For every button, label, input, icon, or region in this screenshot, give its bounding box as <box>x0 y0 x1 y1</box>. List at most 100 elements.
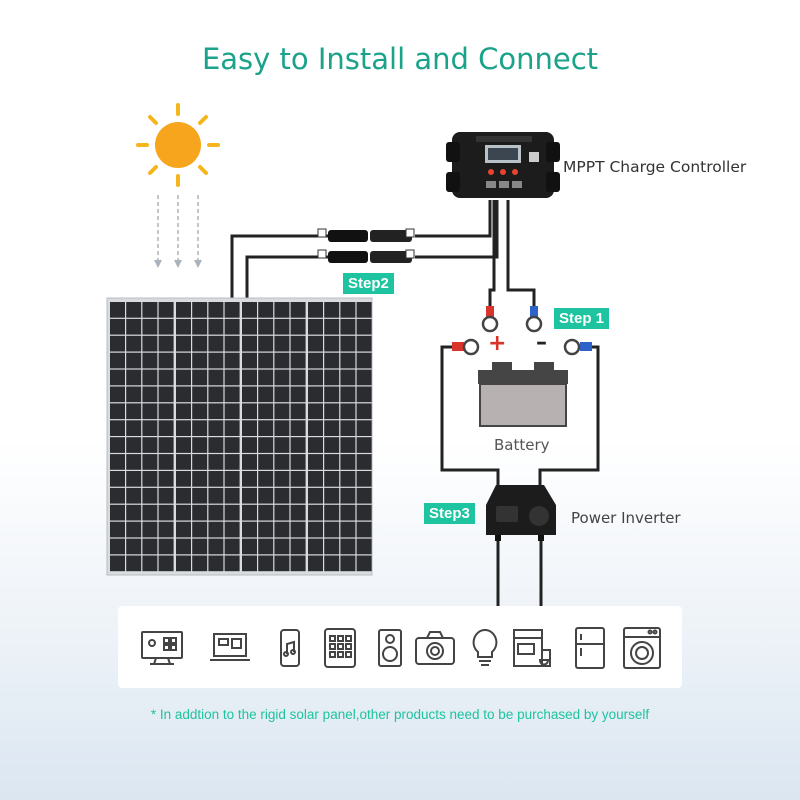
solar-cell <box>176 454 191 470</box>
solar-cell <box>126 487 142 504</box>
solar-cell <box>208 386 224 403</box>
controller-label: MPPT Charge Controller <box>563 158 747 176</box>
step2-badge: Step2 <box>343 273 394 294</box>
solar-cell <box>340 487 356 504</box>
laptop-icon <box>208 626 252 670</box>
solar-cell <box>224 369 240 386</box>
solar-cell <box>126 521 142 538</box>
solar-cell <box>340 454 356 470</box>
solar-cell <box>340 352 356 369</box>
step1-badge: Step 1 <box>554 308 610 329</box>
solar-cell <box>356 555 372 572</box>
solar-cell <box>110 454 125 470</box>
solar-cell <box>158 318 174 335</box>
solar-cell <box>324 538 340 555</box>
solar-cell <box>274 302 290 318</box>
solar-cell <box>158 369 174 386</box>
solar-cell <box>176 369 191 386</box>
solar-cell <box>158 454 174 470</box>
battery-illustration <box>478 362 568 427</box>
solar-cell <box>324 302 340 318</box>
solar-cell <box>308 352 323 369</box>
solar-cell <box>290 352 306 369</box>
solar-cell <box>356 403 372 420</box>
solar-cell <box>142 538 158 555</box>
solar-cell <box>110 335 125 352</box>
solar-cell <box>324 471 340 487</box>
solar-cell <box>242 369 257 386</box>
solar-cell <box>224 420 240 436</box>
solar-cell <box>126 437 142 453</box>
solar-cell <box>340 471 356 487</box>
solar-cell <box>258 352 274 369</box>
solar-cell <box>158 386 174 403</box>
solar-cell <box>176 521 191 538</box>
solar-cell <box>224 487 240 504</box>
solar-cell <box>308 504 323 521</box>
solar-cell <box>324 521 340 538</box>
solar-cell <box>356 420 372 436</box>
solar-cell <box>158 437 174 453</box>
solar-cell <box>340 369 356 386</box>
solar-cell <box>110 420 125 436</box>
solar-cell <box>208 538 224 555</box>
solar-cell <box>242 335 257 352</box>
solar-cell <box>324 369 340 386</box>
solar-cell <box>258 369 274 386</box>
solar-cell <box>110 386 125 403</box>
coffee-maker-icon <box>510 626 554 670</box>
solar-cell <box>324 386 340 403</box>
solar-cell <box>126 369 142 386</box>
solar-cell <box>308 420 323 436</box>
solar-cell <box>110 521 125 538</box>
solar-cell <box>224 471 240 487</box>
solar-cell <box>224 538 240 555</box>
solar-cell <box>192 555 208 572</box>
solar-cell <box>126 403 142 420</box>
solar-cell <box>274 454 290 470</box>
solar-cell <box>176 335 191 352</box>
solar-cell <box>142 335 158 352</box>
solar-cell <box>142 420 158 436</box>
solar-cell <box>176 471 191 487</box>
solar-cell <box>192 420 208 436</box>
solar-cell <box>192 521 208 538</box>
solar-cell <box>158 302 174 318</box>
solar-cell <box>274 521 290 538</box>
solar-cell <box>208 335 224 352</box>
solar-panel <box>106 297 373 576</box>
solar-cell <box>158 487 174 504</box>
solar-cell <box>258 420 274 436</box>
solar-cell <box>242 538 257 555</box>
battery-label: Battery <box>494 436 550 454</box>
step3-badge: Step3 <box>424 503 475 524</box>
solar-cell <box>242 504 257 521</box>
solar-cell <box>224 386 240 403</box>
solar-cell <box>126 471 142 487</box>
washing-machine-icon <box>620 626 664 670</box>
refrigerator-icon <box>568 626 612 670</box>
solar-cell <box>242 471 257 487</box>
solar-cell <box>142 437 158 453</box>
solar-cell <box>274 403 290 420</box>
solar-cell <box>290 318 306 335</box>
solar-cell <box>356 471 372 487</box>
solar-cell <box>258 335 274 352</box>
solar-cell <box>258 521 274 538</box>
solar-cell <box>110 471 125 487</box>
solar-cell <box>176 302 191 318</box>
solar-cell <box>274 420 290 436</box>
solar-cell <box>308 369 323 386</box>
solar-cell <box>340 335 356 352</box>
solar-cell <box>224 521 240 538</box>
solar-cell <box>274 538 290 555</box>
solar-cell <box>258 386 274 403</box>
solar-cell <box>126 386 142 403</box>
solar-cell <box>208 521 224 538</box>
solar-cell <box>274 352 290 369</box>
solar-cell <box>290 369 306 386</box>
solar-cell <box>242 318 257 335</box>
solar-cell <box>126 454 142 470</box>
solar-cell <box>192 302 208 318</box>
